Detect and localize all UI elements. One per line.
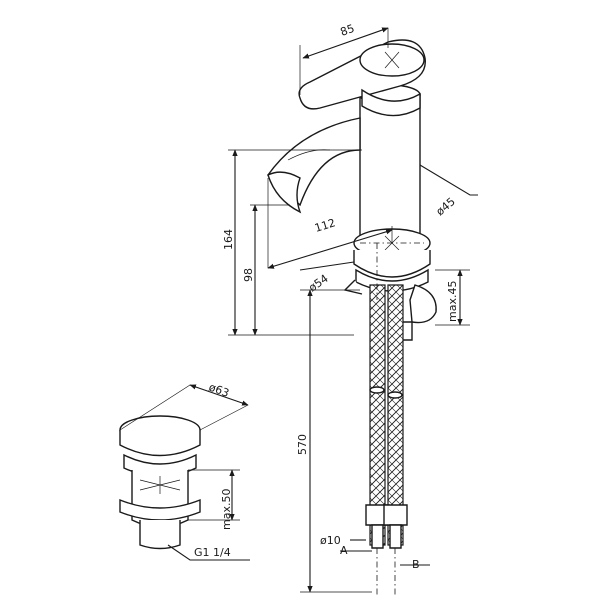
- dim-drain-depth: max.50: [220, 489, 233, 530]
- dim-spout-height: 98: [242, 268, 255, 282]
- dimension-lines: [119, 27, 478, 593]
- dim-hose-length: 570: [296, 434, 309, 455]
- drain-assembly: [119, 415, 201, 550]
- dim-drain-thread: G1 1/4: [194, 546, 231, 559]
- dim-drain-diameter: ø63: [207, 381, 231, 400]
- faucet-body: [267, 39, 426, 243]
- dim-handle-width: 85: [339, 22, 357, 39]
- dim-total-height: 164: [222, 229, 235, 250]
- dim-deck-thickness: max.45: [446, 281, 459, 322]
- connection-label-b: B: [412, 558, 420, 571]
- dim-base-diameter: ø45: [434, 195, 458, 218]
- dim-spout-reach: 112: [313, 216, 337, 235]
- dim-hose-diameter: ø10: [320, 534, 341, 547]
- supply-hoses: [365, 284, 408, 596]
- connection-label-a: A: [340, 544, 348, 557]
